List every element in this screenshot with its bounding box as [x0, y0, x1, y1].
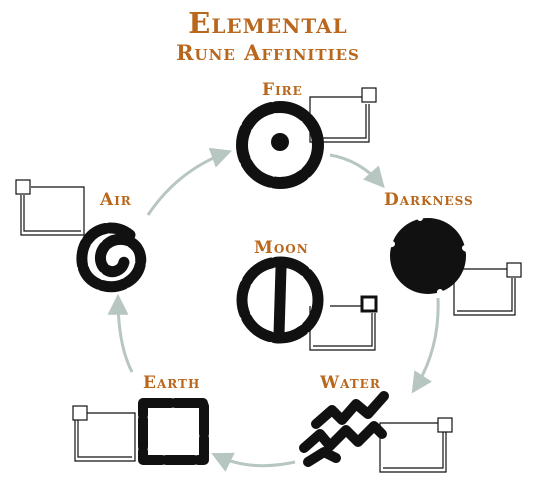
earth-rune	[138, 398, 209, 465]
arrow-water-to-earth	[211, 452, 296, 472]
fire-rune	[236, 101, 324, 189]
label-water: Water	[320, 373, 381, 393]
earth-bracket	[72, 405, 136, 462]
darkness-rune	[377, 205, 475, 303]
arrow-air-to-fire	[146, 147, 232, 216]
arrow-earth-to-air	[107, 293, 134, 373]
water-rune	[299, 391, 389, 467]
moon-rune	[236, 256, 324, 344]
arrow-darkness-to-water	[411, 297, 440, 394]
label-darkness: Darkness	[384, 190, 474, 210]
label-earth: Earth	[143, 373, 201, 393]
diagram-title: Elemental	[188, 6, 348, 40]
diagram-subtitle: Rune Affinities	[176, 40, 360, 65]
label-fire: Fire	[262, 80, 303, 100]
air-bracket	[15, 179, 85, 236]
fire-bracket	[309, 87, 377, 143]
air-rune	[76, 222, 147, 293]
arrow-fire-to-darkness	[329, 153, 385, 189]
moon-square	[360, 295, 378, 313]
label-air: Air	[100, 190, 132, 210]
darkness-bracket	[453, 262, 522, 316]
label-moon: Moon	[254, 238, 309, 258]
water-bracket	[379, 417, 453, 473]
